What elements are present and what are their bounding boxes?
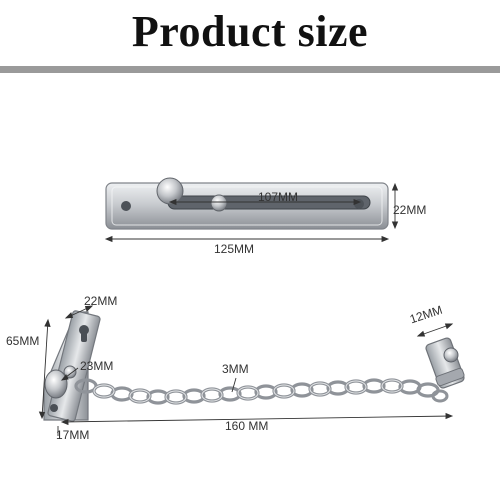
plate-slot-length-label: 107MM — [258, 190, 299, 204]
chain-length-label: 160 MM — [225, 419, 269, 433]
page-title: Product size — [131, 7, 369, 56]
chain — [74, 378, 440, 405]
screw-hole-icon — [50, 404, 58, 412]
slide-plate — [105, 177, 389, 230]
chain-link-label: 3MM — [222, 362, 249, 376]
bracket-width-label: 22MM — [84, 294, 118, 308]
screw-hole-icon — [121, 201, 131, 211]
bracket-bottom-label: 17MM — [56, 428, 90, 442]
chain-dimension-lines — [38, 305, 454, 436]
plate-total-length-label: 125MM — [214, 242, 255, 256]
knob-label: 23MM — [80, 359, 114, 373]
chain-end-piece — [425, 337, 465, 403]
slide-knob-icon — [156, 177, 184, 205]
end-knob-icon — [443, 347, 459, 363]
plate-dimension-lines — [104, 182, 399, 243]
plate-height-label: 22MM — [393, 203, 427, 217]
stud-icon — [210, 194, 228, 212]
bracket-height-label: 65MM — [6, 334, 40, 348]
door-bracket — [43, 310, 101, 422]
title-divider — [0, 66, 500, 73]
chain-knob-icon — [44, 369, 68, 399]
